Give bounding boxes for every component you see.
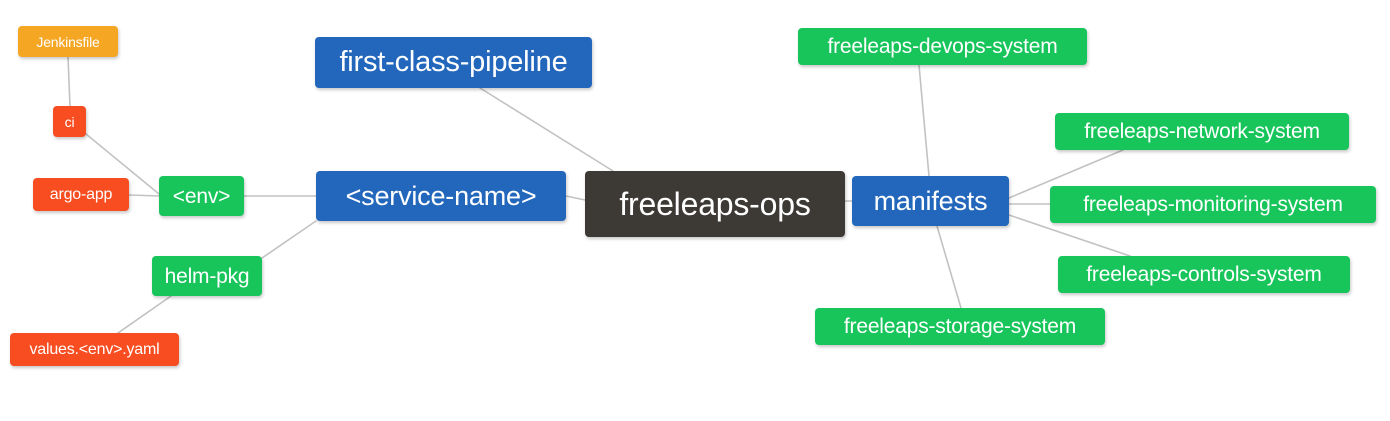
- edge-argo-app-to-env: [128, 194, 160, 197]
- node-label-devops-sys: freeleaps-devops-system: [827, 35, 1058, 58]
- node-controls-sys[interactable]: freeleaps-controls-system: [1058, 256, 1350, 293]
- edge-manifests-to-storage-sys: [936, 225, 962, 309]
- node-env[interactable]: <env>: [159, 176, 244, 216]
- node-values-yaml[interactable]: values.<env>.yaml: [10, 333, 179, 366]
- node-devops-sys[interactable]: freeleaps-devops-system: [798, 28, 1087, 65]
- node-jenkinsfile[interactable]: Jenkinsfile: [18, 26, 118, 57]
- edge-jenkinsfile-to-ci: [67, 56, 71, 107]
- node-label-ci: ci: [64, 113, 75, 130]
- node-manifests[interactable]: manifests: [852, 176, 1009, 226]
- node-service-name[interactable]: <service-name>: [316, 171, 566, 221]
- node-label-values-yaml: values.<env>.yaml: [29, 340, 160, 358]
- node-label-monitoring-sys: freeleaps-monitoring-system: [1083, 193, 1343, 216]
- node-label-jenkinsfile: Jenkinsfile: [36, 33, 100, 50]
- node-label-pipeline: first-class-pipeline: [339, 46, 568, 78]
- node-freeleaps-ops[interactable]: freeleaps-ops: [585, 171, 845, 237]
- node-helm-pkg[interactable]: helm-pkg: [152, 256, 262, 296]
- edge-pipeline-to-freeleaps-ops: [479, 87, 614, 172]
- node-argo-app[interactable]: argo-app: [33, 178, 129, 211]
- node-label-service-name: <service-name>: [345, 180, 537, 211]
- node-label-network-sys: freeleaps-network-system: [1084, 120, 1320, 143]
- edge-helm-pkg-to-values-yaml: [117, 295, 172, 334]
- edge-service-name-to-freeleaps-ops: [565, 195, 586, 201]
- node-label-env: <env>: [172, 184, 231, 208]
- node-label-controls-sys: freeleaps-controls-system: [1086, 263, 1322, 286]
- node-label-helm-pkg: helm-pkg: [164, 264, 250, 288]
- node-label-manifests: manifests: [873, 185, 988, 216]
- node-monitoring-sys[interactable]: freeleaps-monitoring-system: [1050, 186, 1376, 223]
- node-label-freeleaps-ops: freeleaps-ops: [619, 186, 811, 222]
- edge-manifests-to-devops-sys: [918, 64, 930, 177]
- edge-service-name-to-helm-pkg: [261, 220, 317, 259]
- node-label-argo-app: argo-app: [49, 185, 113, 203]
- node-network-sys[interactable]: freeleaps-network-system: [1055, 113, 1349, 150]
- node-pipeline[interactable]: first-class-pipeline: [315, 37, 592, 88]
- node-ci[interactable]: ci: [53, 106, 86, 137]
- node-storage-sys[interactable]: freeleaps-storage-system: [815, 308, 1105, 345]
- node-label-storage-sys: freeleaps-storage-system: [843, 315, 1077, 338]
